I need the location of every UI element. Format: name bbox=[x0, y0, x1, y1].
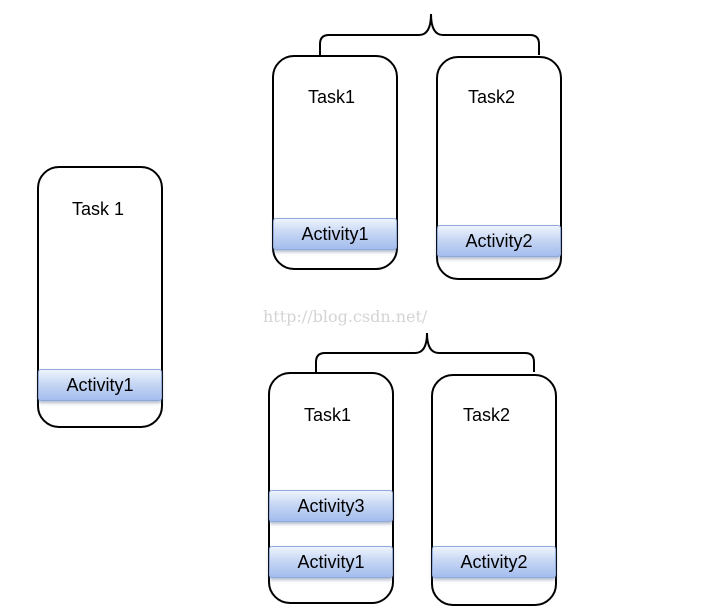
left-task-label: Task 1 bbox=[72, 199, 125, 219]
watermark-text: http://blog.csdn.net/ bbox=[263, 307, 428, 326]
top-task2-label: Task2 bbox=[468, 87, 516, 107]
bottom-task1-label: Task1 bbox=[304, 405, 352, 425]
bottom-task1-activity3: Activity3 bbox=[269, 490, 393, 522]
left-task-activity1: Activity1 bbox=[38, 369, 162, 401]
bottom-task1-activity1: Activity1 bbox=[269, 546, 393, 578]
top-task2-activity2: Activity2 bbox=[437, 225, 561, 257]
top-task1-label: Task1 bbox=[308, 87, 356, 107]
top-task1-activity1: Activity1 bbox=[273, 218, 397, 250]
bottom-task2-activity2: Activity2 bbox=[432, 546, 556, 578]
bottom-task2-label: Task2 bbox=[463, 405, 511, 425]
